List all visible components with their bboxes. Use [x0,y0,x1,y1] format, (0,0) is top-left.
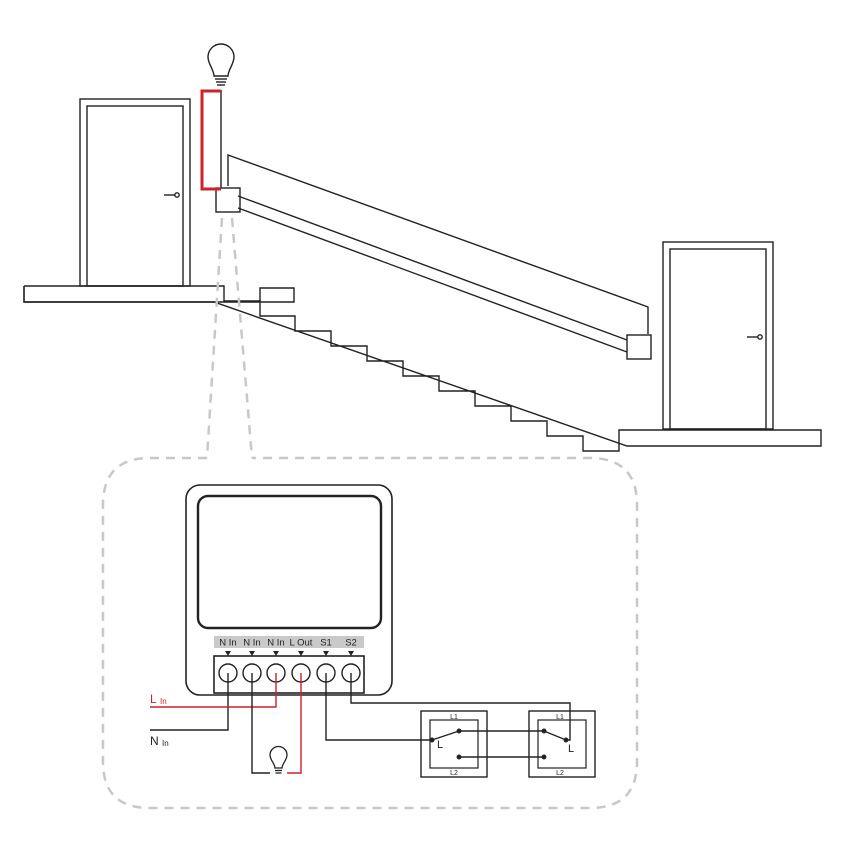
switch-1-contacts [429,728,462,760]
detail-frame [101,456,639,810]
neutral-to-lamp [251,673,270,774]
lightbulb-icon [207,43,235,86]
terminal-block [213,655,365,694]
terminal-label-n-in-3: N In [267,638,284,649]
door-handle-icon [164,192,180,198]
neutral-in-sub: In [162,739,169,748]
switch-2: L1 L L2 [528,710,596,778]
terminal-label-n-in-1: N In [219,638,236,649]
module-face [196,494,383,630]
live-in-letter: L [150,692,157,706]
lightbulb-icon [269,745,288,774]
neutral-in-label: N In [150,734,169,748]
terminal-label-n-in-2: N In [243,638,260,649]
s2-wire [350,673,571,741]
wiring [150,673,571,774]
switch-2-contacts [541,728,569,760]
zoom-connector [101,217,639,810]
lamp-live-wire [287,673,302,774]
switch-1: L1 L L2 [420,710,488,778]
smart-switch-module [185,484,393,696]
terminal-label-bar [214,636,364,648]
terminal-arrow-icon [225,651,354,656]
door-handle-icon [747,334,763,340]
staircase-outline [23,286,295,303]
switch-1-l: L [437,739,443,751]
live-in-sub: In [160,697,167,706]
terminal-screws [218,663,361,683]
left-door [79,98,191,287]
s1-wire [325,673,432,741]
switch-box-bottom [626,334,652,360]
live-wire [150,673,277,708]
switch-2-l2: L2 [556,770,564,777]
terminal-label-l-out: L Out [290,638,313,649]
right-door [662,241,774,430]
neutral-wire [150,673,229,731]
switch-2-l1: L1 [556,714,564,721]
live-in-label: L In [150,692,167,706]
staircase-scene [23,90,822,452]
switch-2-l: L [568,743,574,755]
live-wire-to-lamp [200,89,221,191]
switch-1-l1: L1 [450,714,458,721]
switch-1-l2: L2 [450,770,458,777]
terminal-label-s1: S1 [320,638,332,649]
terminal-label-s2: S2 [345,638,357,649]
neutral-in-letter: N [150,734,159,748]
switch-box-top [215,187,241,213]
handrail-upper [227,154,649,334]
